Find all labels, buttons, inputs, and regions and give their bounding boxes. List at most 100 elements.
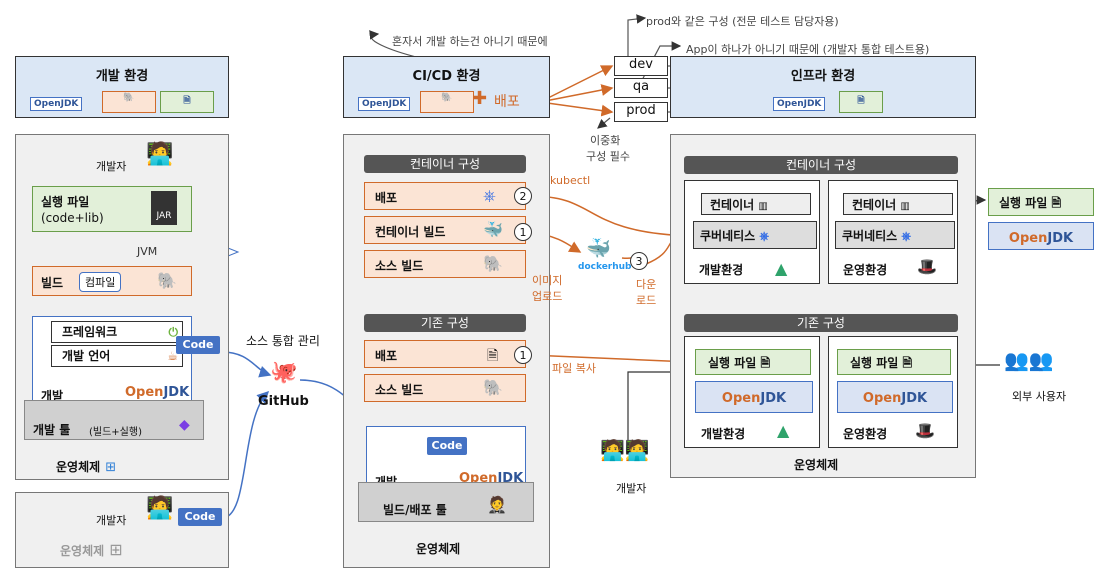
container-icon: ▥: [758, 201, 768, 212]
note-qa: App이 하나가 아니기 때문에 (개발자 통합 테스트용): [686, 43, 930, 56]
developer2-label: 개발자: [96, 514, 127, 527]
devtool-box: 개발 툴 (빌드+실행) ◆: [24, 400, 204, 440]
java-icon: ☕: [167, 349, 178, 363]
windows-icon: ⊞: [109, 540, 123, 559]
openjdk-chip: OpenJDK: [358, 91, 411, 111]
kubernetes-icon: ⎈: [901, 229, 911, 243]
plus-icon: ✚: [472, 88, 488, 109]
kubectl-label: kubectl: [550, 174, 591, 187]
language-row: 개발 언어☕: [51, 345, 183, 367]
infra-legacy-header: 기존 구성: [684, 314, 958, 332]
step-3-badge: 3: [630, 252, 648, 270]
infra-ops-env-label: 운영환경: [843, 427, 888, 441]
docker-icon: 🐳: [483, 220, 503, 239]
os-label: 운영체제: [56, 460, 101, 474]
cicd-os-label: 운영체제: [416, 542, 461, 556]
external-users-label: 외부 사용자: [1012, 390, 1067, 403]
code-badge: Code: [427, 437, 467, 455]
code-file-icon: Code: [176, 336, 220, 370]
cicd-deploy-row: 배포 ⎈: [364, 182, 526, 210]
developer2-icon: 🧑‍💻: [146, 496, 174, 521]
file-copy-label: 파일 복사: [552, 362, 596, 375]
note-redundancy-1: 이중화: [590, 134, 621, 147]
github-caption: 소스 통합 관리: [246, 334, 320, 348]
infra-title: 인프라 환경: [790, 69, 856, 84]
external-exec-file: 실행 파일 🗎: [988, 188, 1094, 216]
dev-stack-box: 프레임워크⏻ 개발 언어☕ 개발 OpenJDK: [32, 316, 192, 408]
buildtool-box: 빌드/배포 툴 🤵: [358, 482, 534, 522]
jar-icon: 🗎: [760, 356, 771, 370]
gradle-icon: 🐘: [483, 378, 503, 397]
container-row: 컨테이너 ▥: [843, 193, 953, 215]
cicd-container-header: 컨테이너 구성: [364, 155, 526, 173]
stage-prod: prod: [614, 102, 668, 122]
dev2-panel: [15, 492, 229, 568]
download-2: 로드: [636, 294, 657, 307]
infra-legacy-dev: 실행 파일 🗎 OpenJDK 개발환경 ▲: [684, 336, 820, 448]
step-1-legacy-badge: 1: [514, 346, 532, 364]
dev-label: 개발: [41, 389, 64, 403]
infra-ops-env-label: 운영환경: [843, 263, 888, 277]
jar-file-icon: JAR: [151, 191, 177, 225]
docker-icon: 🐳: [586, 236, 611, 260]
redhat-icon: 🎩: [917, 257, 937, 276]
gradle-icon: 🐘: [157, 271, 177, 290]
exec-file-box: 실행 파일 (code+lib) JAR: [32, 186, 192, 232]
image-upload-2: 업로드: [532, 290, 563, 303]
cicd-legacy-deploy-row: 배포 🗎: [364, 340, 526, 368]
devtool-sub: (빌드+실행): [89, 427, 142, 438]
exec-file-title: 실행 파일: [41, 195, 90, 209]
openjdk-box: OpenJDK: [837, 381, 953, 413]
jar-icon: 🗎: [1051, 196, 1062, 210]
devtool-label: 개발 툴: [33, 423, 71, 437]
container-row: 컨테이너 ▥: [701, 193, 811, 215]
jar-icon: 🗎: [487, 348, 499, 364]
dockerhub-label: dockerhub: [578, 262, 632, 272]
container-icon: ▥: [900, 201, 910, 212]
rocky-icon: ▲: [775, 259, 788, 278]
stage-qa: qa: [614, 78, 668, 98]
infra-legacy-ops: 실행 파일 🗎 OpenJDK 운영환경 🎩: [828, 336, 958, 448]
exec-file-row: 실행 파일 🗎: [837, 349, 951, 375]
windows-icon: ⊞: [105, 460, 117, 475]
openjdk-chip: OpenJDK: [30, 91, 83, 111]
developer-label: 개발자: [96, 160, 127, 173]
users-icon: 👥👥: [1004, 348, 1054, 372]
build-box: 빌드 컴파일 🐘: [32, 266, 192, 296]
cicd-title: CI/CD 환경: [412, 69, 481, 84]
kubernetes-icon: ⎈: [483, 186, 496, 205]
os2-label: 운영체제: [60, 544, 105, 558]
infra-ops-container: 컨테이너 ▥ 쿠버네티스 ⎈ 운영환경 🎩: [828, 180, 958, 284]
redhat-icon: 🎩: [915, 421, 935, 440]
os-row: 운영체제 ⊞: [56, 456, 116, 475]
jar-icon: 🗎: [160, 91, 214, 113]
openjdk-chip: OpenJDK: [773, 91, 826, 111]
github-icon: 🐙: [270, 360, 298, 385]
gradle-icon: 🐘: [102, 91, 156, 113]
k8s-row: 쿠버네티스 ⎈: [693, 221, 817, 249]
jvm-label: JVM: [137, 245, 158, 258]
k8s-row: 쿠버네티스 ⎈: [835, 221, 955, 249]
exec-file-row: 실행 파일 🗎: [695, 349, 811, 375]
rocky-icon: ▲: [777, 421, 790, 440]
developer-icon: 🧑‍💻: [146, 142, 174, 167]
build-label: 빌드: [41, 276, 64, 290]
gradle-icon: 🐘: [420, 91, 474, 113]
step-2-badge: 2: [514, 187, 532, 205]
compile-chip: 컴파일: [79, 272, 122, 292]
github-name: GitHub: [258, 394, 309, 409]
stage-dev: dev: [614, 56, 668, 76]
step-1-badge: 1: [514, 223, 532, 241]
openjdk-box: OpenJDK: [695, 381, 813, 413]
exec-file-sub: (code+lib): [41, 211, 104, 225]
infra-os-label: 운영체제: [794, 458, 839, 472]
dev-env-header: 개발 환경 OpenJDK 🐘 🗎: [15, 56, 229, 118]
kubernetes-icon: ⎈: [759, 229, 769, 243]
jar-icon: 🗎: [902, 356, 913, 370]
cicd-header: CI/CD 환경 OpenJDK 🐘 ✚ 배포: [343, 56, 550, 118]
infra-dev-env-label: 개발환경: [701, 427, 746, 441]
image-upload-1: 이미지: [532, 274, 563, 287]
note-redundancy-2: 구성 필수: [586, 150, 630, 163]
note-prod: prod와 같은 구성 (전문 테스트 담당자용): [646, 15, 839, 28]
jar-icon: 🗎: [839, 91, 883, 113]
